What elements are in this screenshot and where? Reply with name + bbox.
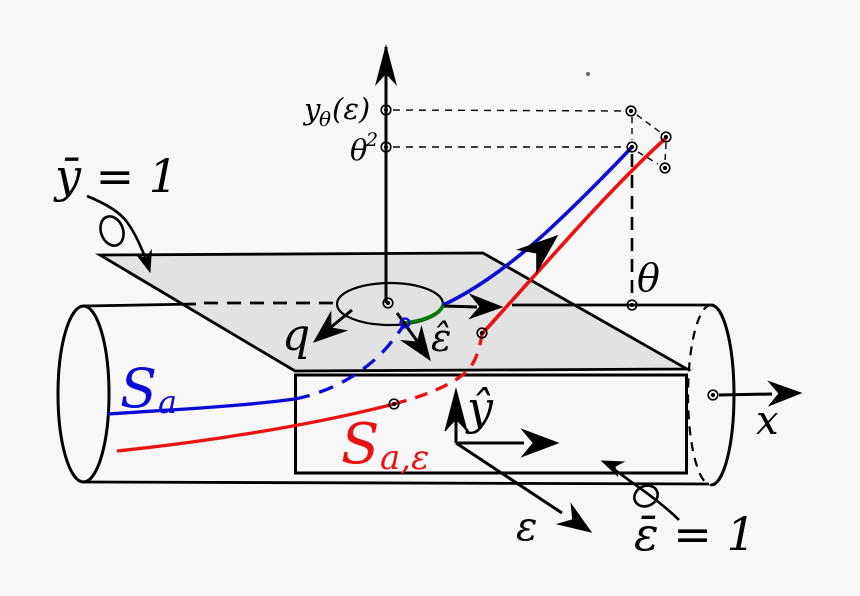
slab-front-face xyxy=(294,373,688,475)
point-markers xyxy=(380,72,719,410)
sae-label-base: S xyxy=(341,412,379,477)
curve-sae-solid-right xyxy=(480,136,668,336)
green-arc xyxy=(403,303,445,325)
theta-squared-label-sup: 2 xyxy=(365,129,378,151)
q-label: q xyxy=(282,310,310,361)
y-theta-label-sub: θ xyxy=(319,107,331,131)
x-axis-shaft xyxy=(718,392,773,397)
annotation-arrows xyxy=(86,194,680,521)
x-axis-label: x xyxy=(756,398,779,444)
curve-sae-dashed xyxy=(393,333,484,406)
y-theta-label-base: y xyxy=(302,92,321,126)
theta-label: θ xyxy=(637,256,660,300)
y-theta-label-args: (ε) xyxy=(332,92,370,126)
slab-label-arrow-loop xyxy=(633,484,659,508)
dashed-link-diagonal-bottom xyxy=(637,151,659,165)
slab-equation-label: ε̄ = 1 xyxy=(634,507,756,561)
sa-label-base: S xyxy=(120,357,157,420)
curve-sa-solid-right xyxy=(442,146,633,307)
epsilon-hat-label: ε̂ xyxy=(431,316,451,360)
plane-label-arrow-curve xyxy=(86,194,150,265)
dashed-link-diagonal-top xyxy=(636,114,661,133)
plane-label-arrow-loop xyxy=(99,215,125,247)
sa-label-sub: a xyxy=(158,383,177,421)
cylinder-bottom-edge xyxy=(82,480,710,486)
stray-dot xyxy=(586,72,590,76)
epsilon-arrow-shaft xyxy=(455,441,563,515)
point-sa-plane-blue-ring xyxy=(399,317,411,329)
sae-label-sub: a,ε xyxy=(380,438,429,478)
labels: ȳ = 1 y θ (ε) θ 2 θ q ε̂ ŷ ε x S a S a,ε… xyxy=(53,92,779,561)
y-hat-label: ŷ xyxy=(465,381,494,435)
curve-sa-dashed xyxy=(294,322,407,401)
plane-equation-label: ȳ = 1 xyxy=(53,149,178,203)
curve-sa-solid-left xyxy=(107,397,296,416)
tangent-plane xyxy=(94,251,693,373)
dashed-link-vertical-right xyxy=(664,142,667,163)
theta-squared-label-base: θ xyxy=(350,133,367,167)
plane-right-arrow-shaft xyxy=(443,304,478,309)
vector-arrows xyxy=(305,224,802,543)
epsilon-label: ε xyxy=(516,504,537,550)
curve-sae-solid-left xyxy=(116,402,395,453)
cylinder-top-edge-left xyxy=(83,302,197,308)
